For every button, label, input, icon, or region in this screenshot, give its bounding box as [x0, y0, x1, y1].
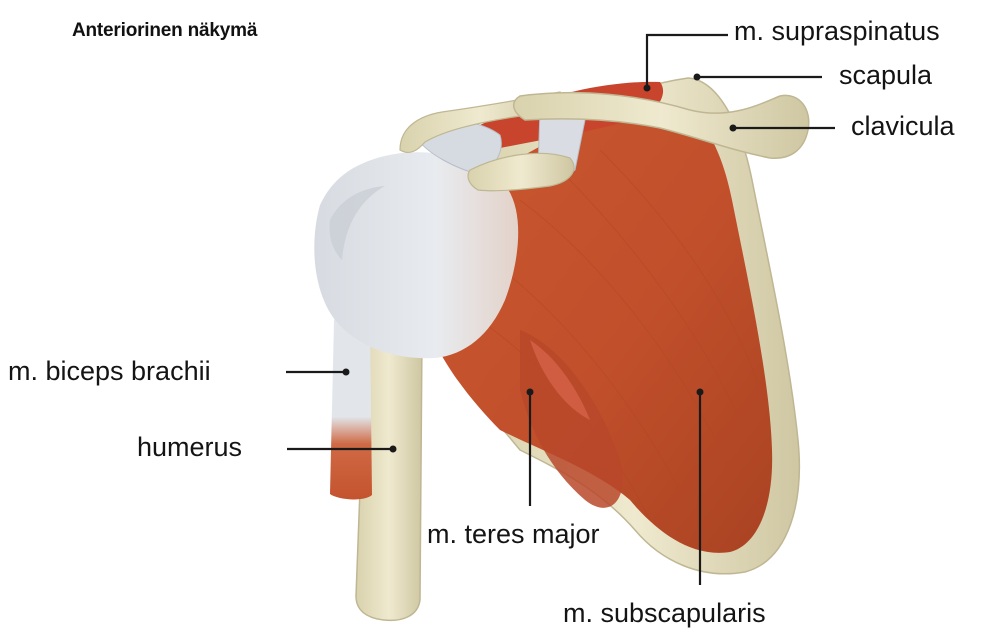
label-teres-major: m. teres major — [427, 521, 600, 548]
leader-dot-clavicula — [730, 125, 737, 132]
label-supraspinatus: m. supraspinatus — [734, 18, 940, 45]
view-title: Anteriorinen näkymä — [72, 20, 257, 42]
label-clavicula: clavicula — [851, 113, 955, 140]
leader-dot-biceps-brachii — [343, 369, 350, 376]
label-subscapularis: m. subscapularis — [563, 600, 766, 627]
label-humerus: humerus — [137, 434, 242, 461]
label-scapula: scapula — [839, 62, 932, 89]
label-biceps-brachii: m. biceps brachii — [8, 358, 211, 385]
leader-dot-humerus — [390, 446, 397, 453]
leader-dot-subscapularis — [697, 389, 704, 396]
leader-dot-supraspinatus — [644, 85, 651, 92]
leader-dot-teres-major — [527, 389, 534, 396]
leader-dot-scapula — [694, 74, 701, 81]
